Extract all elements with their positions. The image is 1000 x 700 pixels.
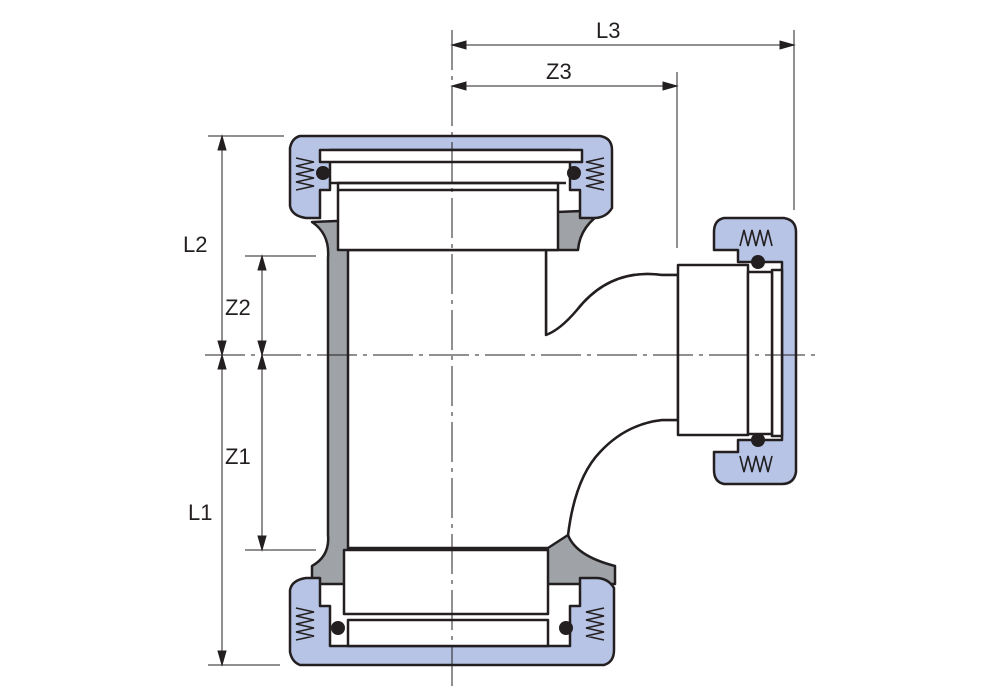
- label-z1: Z1: [225, 444, 251, 469]
- tee-body: [310, 208, 750, 586]
- top-socket-insert: [336, 181, 560, 252]
- branch-nut-body: [712, 216, 798, 486]
- branch-inner-ring: [746, 270, 774, 436]
- top-left-oring-icon: [316, 166, 330, 180]
- top-socket-step: [330, 181, 566, 192]
- branch-seat-ring: [770, 268, 784, 438]
- top-left-spring-icon: [295, 157, 315, 191]
- label-z2: Z2: [225, 295, 251, 320]
- branch-top-oring-icon: [751, 255, 765, 269]
- top-union-nut: [288, 134, 614, 252]
- branch-top-spring-icon: [739, 229, 773, 247]
- center-lines: [205, 30, 820, 690]
- bottom-seat-ring: [346, 618, 550, 648]
- run-bore: [346, 248, 680, 550]
- top-seat-ring: [318, 148, 584, 164]
- branch-bore: [676, 263, 750, 437]
- label-l3: L3: [596, 18, 620, 43]
- top-right-oring-icon: [567, 166, 581, 180]
- branch-bottom-oring-icon: [751, 433, 765, 447]
- dimension-lines: [208, 30, 796, 667]
- bottom-seals: [295, 607, 605, 641]
- top-seals: [295, 157, 605, 191]
- branch-seals: [739, 229, 773, 473]
- bottom-left-spring-icon: [295, 607, 315, 641]
- top-right-spring-icon: [585, 157, 605, 191]
- bottom-socket-insert: [342, 548, 550, 616]
- branch-bottom-spring-icon: [739, 455, 773, 473]
- label-z3: Z3: [546, 59, 572, 84]
- bottom-left-oring-icon: [331, 621, 345, 635]
- bottom-right-oring-icon: [559, 621, 573, 635]
- branch-union-nut: [712, 216, 798, 486]
- label-l1: L1: [188, 500, 212, 525]
- bottom-right-spring-icon: [585, 607, 605, 641]
- label-l2: L2: [183, 232, 207, 257]
